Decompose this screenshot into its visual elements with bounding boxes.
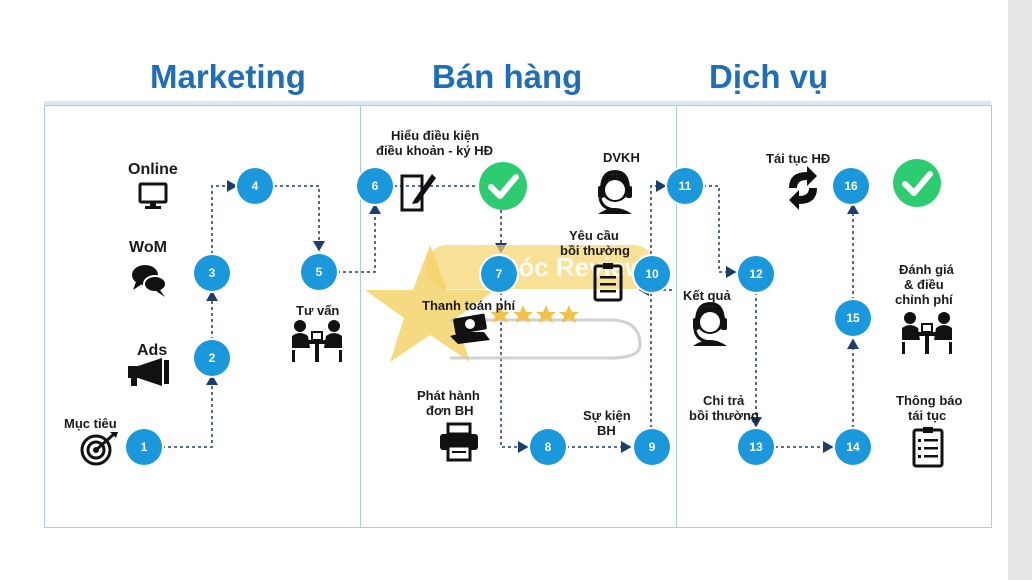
label-chi-tra-line1: Chi trả [703, 393, 745, 408]
headset-icon [598, 169, 632, 214]
checkmark-icon-renewal [893, 159, 941, 207]
panel-dich-vu [676, 105, 992, 528]
label-danh-gia-line2: & điều [904, 277, 944, 292]
step-node-10: 10 [634, 256, 670, 292]
label-danh-gia-line1: Đánh giá [899, 262, 954, 277]
megaphone-icon [128, 358, 169, 386]
connector-11-12 [703, 185, 737, 278]
step-node-7: 7 [481, 256, 517, 292]
label-su-kien-line1: Sự kiện [583, 408, 631, 423]
label-su-kien-line2: BH [597, 423, 616, 438]
connector-4-5 [274, 185, 325, 252]
label-tai-tuc-hd: Tái tục HĐ [766, 151, 831, 166]
sign-document-icon [400, 174, 436, 212]
checkmark-icon [479, 162, 527, 210]
meeting-icon [292, 320, 342, 362]
label-hieu-dieu-kien-line1: Hiểu điều kiện [391, 128, 480, 143]
connector-9-11 [650, 180, 667, 428]
step-node-13: 13 [738, 429, 774, 465]
step-node-9: 9 [634, 429, 670, 465]
label-thanh-toan-phi: Thanh toán phí [422, 298, 516, 313]
step-node-12: 12 [738, 256, 774, 292]
label-ads: Ads [137, 342, 168, 359]
step-node-5: 5 [301, 254, 337, 290]
label-chi-tra-line2: bồi thường [689, 408, 759, 423]
printer-icon [440, 422, 478, 462]
step-node-16: 16 [833, 168, 869, 204]
section-title-ban-hang: Bán hàng [432, 58, 583, 95]
label-thong-bao-line2: tái tục [908, 408, 947, 423]
label-hieu-dieu-kien-line2: điều khoản - ký HĐ [376, 143, 494, 158]
target-icon [80, 432, 118, 466]
label-phat-hanh-line2: đơn BH [426, 403, 474, 418]
connector-1-2 [162, 374, 218, 448]
monitor-icon [138, 182, 168, 209]
connector-5-6 [337, 203, 381, 273]
label-phat-hanh-line1: Phát hành [417, 388, 480, 403]
step-node-11: 11 [667, 168, 703, 204]
headset-icon-ket-qua [693, 301, 727, 346]
label-online: Online [128, 161, 178, 178]
label-muc-tieu: Mục tiêu [64, 416, 117, 431]
label-wom: WoM [129, 239, 167, 256]
panel-top-band [44, 101, 991, 105]
step-node-6: 6 [357, 168, 393, 204]
money-icon [450, 313, 490, 344]
label-yeu-cau-line1: Yêu cầu [569, 228, 619, 243]
meeting-icon-danh-gia [902, 312, 952, 354]
label-tu-van: Tư vấn [296, 303, 340, 318]
step-node-3: 3 [194, 255, 230, 291]
label-thong-bao-line1: Thông báo [896, 393, 963, 408]
label-ket-qua: Kết quả [683, 288, 731, 303]
renew-icon [789, 166, 817, 210]
section-title-marketing: Marketing [150, 58, 306, 95]
section-title-dich-vu: Dịch vụ [709, 58, 829, 95]
step-node-2: 2 [194, 340, 230, 376]
chat-icon [132, 265, 167, 297]
step-node-8: 8 [530, 429, 566, 465]
clipboard-icon-thong-bao [912, 427, 944, 468]
right-edge-strip [1008, 0, 1032, 580]
step-node-1: 1 [126, 429, 162, 465]
label-dvkh: DVKH [603, 150, 640, 165]
step-node-14: 14 [835, 429, 871, 465]
label-danh-gia-line3: chỉnh phí [895, 292, 953, 307]
connector-3-4 [211, 180, 238, 254]
label-yeu-cau-line2: bồi thường [560, 243, 630, 258]
step-node-15: 15 [835, 300, 871, 336]
clipboard-icon [593, 263, 623, 302]
step-node-4: 4 [237, 168, 273, 204]
